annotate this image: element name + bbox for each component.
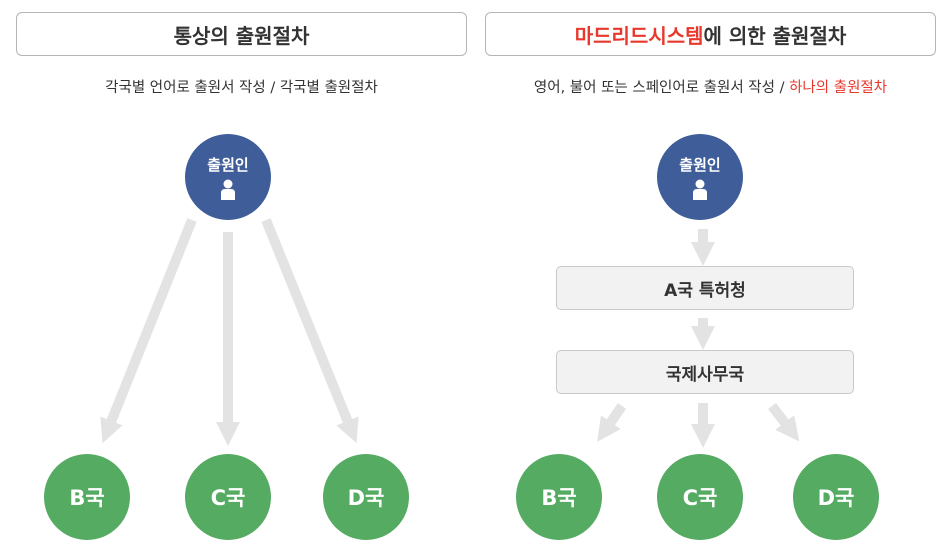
international-bureau-label: 국제사무국 [665, 364, 745, 385]
right-title-rest: 에 의한 출원절차 [703, 23, 847, 48]
arrow-applicant-to-d [261, 218, 359, 444]
arrow-bureau-to-d [768, 402, 800, 442]
left-applicant-node: 출원인 [185, 134, 271, 220]
left-subtitle: 각국별 언어로 출원서 작성 / 각국별 출원절차 [105, 80, 378, 96]
right-country-b-label: B국 [541, 486, 577, 510]
left-applicant-label: 출원인 [207, 155, 249, 174]
left-country-d-label: D국 [347, 486, 385, 510]
left-country-b: B국 [44, 454, 130, 540]
person-icon [693, 179, 707, 200]
left-country-c-label: C국 [210, 486, 246, 510]
right-country-c-label: C국 [682, 486, 718, 510]
right-country-d: D국 [793, 454, 879, 540]
right-country-c: C국 [657, 454, 743, 540]
right-applicant-label: 출원인 [679, 155, 721, 174]
right-applicant-node: 출원인 [657, 134, 743, 220]
right-country-d-label: D국 [817, 486, 855, 510]
left-header: 통상의 출원절차 [16, 12, 467, 56]
arrow-applicant-to-b [100, 218, 197, 444]
right-subtitle: 영어, 불어 또는 스페인어로 출원서 작성 / 하나의 출원절차 [485, 76, 936, 98]
left-country-d: D국 [323, 454, 409, 540]
arrow-bureau-to-b [597, 403, 627, 442]
right-title-highlight: 마드리드시스템 [574, 23, 704, 48]
left-country-c: C국 [185, 454, 271, 540]
office-a-label: A국 특허청 [664, 280, 746, 301]
person-icon [221, 179, 235, 200]
left-country-b-label: B국 [69, 486, 105, 510]
left-title: 통상의 출원절차 [173, 23, 310, 48]
right-subtitle-highlight: 하나의 출원절차 [789, 80, 888, 96]
right-country-b: B국 [516, 454, 602, 540]
office-a-box: A국 특허청 [556, 266, 854, 310]
right-subtitle-main: 영어, 불어 또는 스페인어로 출원서 작성 / [533, 80, 790, 96]
international-bureau-box: 국제사무국 [556, 350, 854, 394]
